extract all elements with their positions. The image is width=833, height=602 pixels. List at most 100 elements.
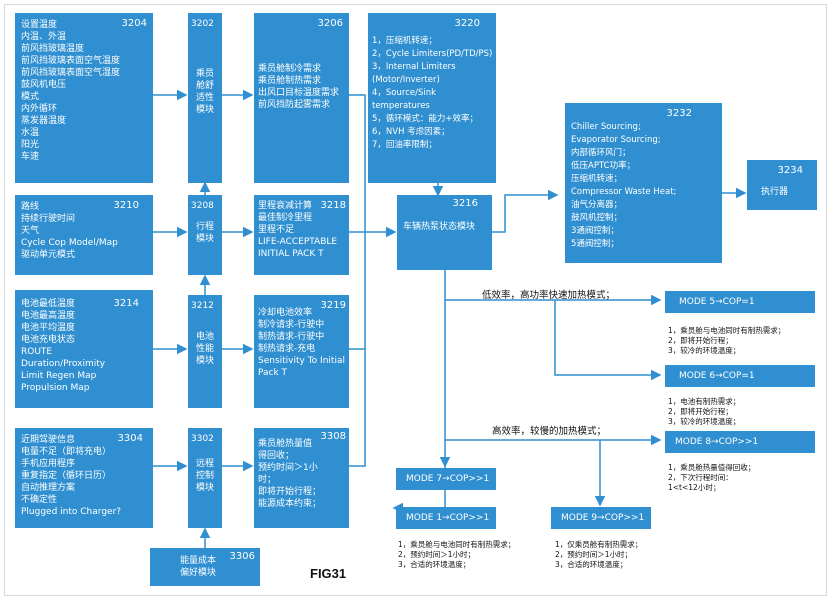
text-line: 前风挡玻璃表面空气湿度	[21, 68, 121, 78]
box-lines: 电池性能模块	[188, 331, 222, 367]
text-line: 适性	[195, 93, 214, 103]
text-line: 2，下次行程时间：	[668, 473, 733, 482]
text-line: 不确定性	[21, 495, 58, 505]
text-line: 内外循环	[21, 104, 58, 114]
box-3308: 3308 乘员舱热量值得回收；预约时间＞1小时；即将开始行程；能源成本约束；	[254, 428, 349, 528]
text-line: Limit Regen Map	[21, 371, 97, 381]
box-lines: 能量成本偏好模块	[180, 555, 256, 579]
box-number: 3232	[666, 108, 692, 119]
mode-8-box: MODE 8→COP>>1	[665, 431, 815, 453]
text-line: 时；	[258, 475, 277, 485]
text-line: 重复指定（循环日历）	[21, 471, 112, 481]
text-line: Duration/Proximity	[21, 359, 106, 369]
text-line: Cycle Cop Model/Map	[21, 238, 118, 248]
figure-label: FIG31	[310, 566, 347, 581]
text-line: 制冷请求-行驶中	[258, 320, 325, 330]
text-line: 阳光	[21, 140, 40, 150]
box-lines: 近期驾驶信息电量不足（即将充电）手机应用程序重复指定（循环日历）自动推理方案不确…	[21, 434, 149, 518]
text-line: 模块	[195, 234, 214, 244]
low-efficiency-label: 低效率，高功率快速加热模式；	[482, 290, 616, 301]
text-line: 压缩机转速；	[571, 174, 623, 184]
text-line: 2，Cycle Limiters(PD/TD/PS)	[372, 49, 493, 59]
text-line: 1，电池有制热需求；	[668, 397, 741, 406]
text-line: 能量成本	[180, 556, 217, 566]
mode-1-conditions: 1，乘员舱与电池同时有制热需求；2，预约时间＞1小时；3，合适的环境温度；	[398, 540, 515, 570]
box-lines: 行程模块	[188, 221, 222, 245]
text-line: 1，仅乘员舱有制热需求；	[555, 540, 643, 549]
text-line: 1，乘员舱与电池同时有制热需求；	[668, 326, 786, 335]
text-line: 里程不足	[258, 225, 295, 235]
text-line: 模块	[195, 356, 214, 366]
text-line: 2，预约时间＞1小时；	[555, 550, 633, 559]
text-line: 持续行驶时间	[21, 214, 76, 224]
text-line: 近期驾驶信息	[21, 435, 76, 445]
box-number: 3210	[113, 200, 139, 211]
mode-9-conditions: 1，仅乘员舱有制热需求；2，预约时间＞1小时；3，合适的环境温度；	[555, 540, 642, 570]
box-3206: 3206 乘员舱制冷需求乘员舱制热需求出风口目标温度需求前风挡防起雾需求	[254, 13, 349, 183]
text-line: 电池最低温度	[21, 299, 76, 309]
text-line: 低压APTC功率；	[571, 161, 636, 171]
mode-8-conditions: 1，乘员舱热量值得回收；2，下次行程时间： 1<t<12小时；	[668, 463, 755, 493]
box-lines: 乘员舱热量值得回收；预约时间＞1小时；即将开始行程；能源成本约束；	[258, 438, 345, 510]
text-line: 偏好模块	[180, 568, 217, 578]
text-line: 最佳制冷里程	[258, 213, 313, 223]
text-line: 手机应用程序	[21, 459, 76, 469]
text-line: 能源成本约束；	[258, 499, 322, 509]
text-line: 2，即将开始行程；	[668, 336, 733, 345]
text-line: (Motor/Inverter)	[372, 75, 440, 85]
box-lines: 车辆热泵状态模块	[403, 221, 488, 233]
text-line: 电池平均温度	[21, 323, 76, 333]
box-lines: 乘员舱舒适性模块	[188, 68, 222, 116]
text-line: 得回收；	[258, 451, 295, 461]
text-line: INITIAL PACK T	[258, 249, 324, 259]
box-3304: 3304 近期驾驶信息电量不足（即将充电）手机应用程序重复指定（循环日历）自动推…	[15, 428, 153, 528]
text-line: 舱舒	[195, 81, 214, 91]
text-line: 车速	[21, 152, 40, 162]
text-line: 控制	[195, 471, 214, 481]
box-3202: 3202 乘员舱舒适性模块	[188, 13, 222, 183]
text-line: 1，乘员舱热量值得回收；	[668, 463, 756, 472]
box-3234: 3234 执行器	[747, 160, 817, 210]
mode-9-box: MODE 9→COP>>1	[551, 507, 651, 529]
box-number: 3212	[191, 301, 214, 311]
text-line: LIFE-ACCEPTABLE	[258, 237, 338, 247]
text-line: 蒸发器温度	[21, 116, 67, 126]
text-line: 电量不足（即将充电）	[21, 447, 112, 457]
text-line: 2，预约时间＞1小时；	[398, 550, 476, 559]
text-line: Evaporator Sourcing;	[571, 135, 661, 145]
box-3212: 3212 电池性能模块	[188, 295, 222, 408]
bus-right	[349, 94, 366, 467]
box-lines: 乘员舱制冷需求乘员舱制热需求出风口目标温度需求前风挡防起雾需求	[258, 63, 345, 111]
text-line: 前风挡玻璃表面空气温度	[21, 56, 121, 66]
text-line: 4，Source/Sink	[372, 88, 437, 98]
text-line: 乘员舱热量值	[258, 439, 313, 449]
mode-1-box: MODE 1→COP>>1	[396, 507, 496, 529]
text-line: 制热请求-行驶中	[258, 332, 325, 342]
mode-7-box: MODE 7→COP>>1	[396, 468, 496, 490]
text-line: 水温	[21, 128, 40, 138]
text-line: 1，乘员舱与电池同时有制热需求；	[398, 540, 516, 549]
mode-label: MODE 9→COP>>1	[561, 513, 645, 523]
box-lines: 设置温度内温、外温前风挡玻璃温度前风挡玻璃表面空气温度前风挡玻璃表面空气湿度鼓风…	[21, 19, 149, 163]
mode-label: MODE 8→COP>>1	[675, 437, 759, 447]
box-number: 3202	[191, 19, 214, 29]
mode-label: MODE 5→COP=1	[679, 297, 755, 307]
mode-label: MODE 1→COP>>1	[406, 513, 490, 523]
text-line: 3，较冷的环境温度；	[668, 417, 741, 426]
text-line: 乘员舱制热需求	[258, 76, 322, 86]
box-3232: 3232 Chiller Sourcing;Evaporator Sourcin…	[565, 103, 722, 263]
text-line: 即将开始行程；	[258, 487, 322, 497]
box-3216: 3216 车辆热泵状态模块	[397, 195, 492, 270]
text-line: 电池最高温度	[21, 311, 76, 321]
mode-5-conditions: 1，乘员舱与电池同时有制热需求；2，即将开始行程；3，较冷的环境温度；	[668, 326, 785, 356]
text-line: Pack T	[258, 368, 288, 378]
text-line: 车辆热泵状态模块	[403, 222, 476, 232]
box-number: 3218	[320, 200, 346, 211]
box-number: 3304	[117, 433, 143, 444]
text-line: 1<t<12小时；	[668, 483, 721, 492]
